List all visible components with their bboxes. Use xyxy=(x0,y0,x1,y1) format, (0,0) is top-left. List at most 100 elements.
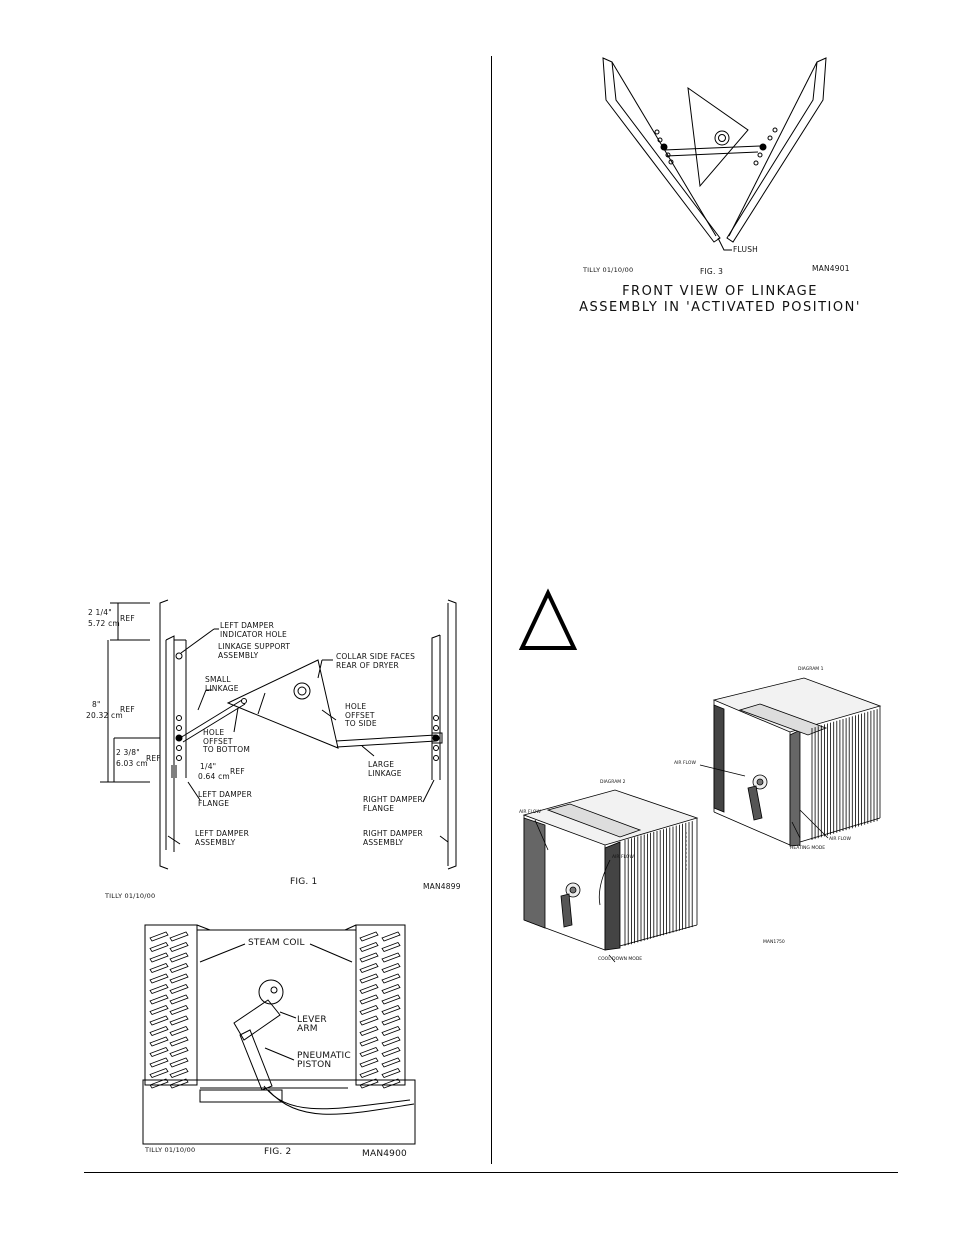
coil-louver xyxy=(170,1016,188,1025)
coil-louver xyxy=(150,1069,168,1078)
coil-louver xyxy=(170,1027,188,1036)
diagram1-air-flow-right: AIR FLOW xyxy=(829,837,851,842)
fig1-label-small-linkage: SMALL LINKAGE xyxy=(205,675,239,693)
diagram1-air-flow-left: AIR FLOW xyxy=(674,761,696,766)
diagrams-drawing-no: MAN1750 xyxy=(763,940,785,945)
coil-louver xyxy=(150,985,168,994)
coil-louver xyxy=(360,1069,378,1078)
fig1-label-left-damper-assembly: LEFT DAMPER ASSEMBLY xyxy=(195,829,249,847)
coil-louver xyxy=(382,964,400,973)
fig1-dim3-cm: 6.03 cm xyxy=(116,759,148,768)
fig1-label-collar-side: COLLAR SIDE FACES REAR OF DRYER xyxy=(336,652,416,670)
fig1-label-right-damper-assembly: RIGHT DAMPER ASSEMBLY xyxy=(363,829,423,847)
coil-louver xyxy=(150,1058,168,1067)
coil-louver xyxy=(360,995,378,1004)
coil-louver xyxy=(170,943,188,952)
fig2-pneumatic-piston-label: PNEUMATIC PISTON xyxy=(297,1051,351,1070)
fig2-lever-arm-label: LEVER ARM xyxy=(297,1015,327,1034)
coil-louver xyxy=(360,1048,378,1057)
fig2-steam-coil-label: STEAM COIL xyxy=(248,938,305,948)
fig2-fig-label: FIG. 2 xyxy=(264,1147,292,1157)
fig1-dim4-ref: REF xyxy=(230,767,245,776)
fig1-dim1-in: 2 1/4" xyxy=(88,608,112,617)
coil-louver xyxy=(382,995,400,1004)
coil-louver xyxy=(150,974,168,983)
coil-louver xyxy=(170,1037,188,1046)
diagram2-label: DIAGRAM 2 xyxy=(600,780,626,785)
coil-louver xyxy=(382,1069,400,1078)
coil-louver xyxy=(382,985,400,994)
diagram1-heating-mode: HEATING MODE xyxy=(790,846,826,851)
coil-louver xyxy=(170,1058,188,1067)
coil-louver xyxy=(150,1079,168,1088)
fig1-drawing-no: MAN4899 xyxy=(423,882,461,891)
coil-louver xyxy=(150,995,168,1004)
coil-louver xyxy=(170,985,188,994)
coil-louver xyxy=(360,1016,378,1025)
column-divider xyxy=(491,56,492,1164)
coil-louver xyxy=(382,1027,400,1036)
coil-louver xyxy=(170,974,188,983)
coil-louver xyxy=(382,1037,400,1046)
coil-louver xyxy=(150,1027,168,1036)
diagram1-label: DIAGRAM 1 xyxy=(798,667,824,672)
fig1-label-left-damper-flange: LEFT DAMPER FLANGE xyxy=(198,790,252,808)
diagram2-air-flow-center: AIR FLOW xyxy=(612,855,634,860)
coil-louver xyxy=(382,953,400,962)
fig1-dim4-cm: 0.64 cm xyxy=(198,772,230,781)
fig1-dim2-cm: 20.32 cm xyxy=(86,711,123,720)
fig1-label-left-indicator-hole: LEFT DAMPER INDICATOR HOLE xyxy=(220,621,287,639)
fig3-fig-label: FIG. 3 xyxy=(700,267,724,276)
coil-louver xyxy=(170,995,188,1004)
coil-louver xyxy=(382,943,400,952)
footer-rule xyxy=(84,1172,898,1173)
fig3-caption-line1: FRONT VIEW OF LINKAGE xyxy=(622,284,818,299)
coil-louver xyxy=(150,964,168,973)
coil-louver xyxy=(150,1037,168,1046)
coil-louver xyxy=(150,1048,168,1057)
fig1-dim1-ref: REF xyxy=(120,614,135,623)
coil-louver xyxy=(150,943,168,952)
fig1-dim3-ref: REF xyxy=(146,754,161,763)
diagram2-air-flow-left: AIR FLOW xyxy=(519,810,541,815)
fig1-label-large-linkage: LARGE LINKAGE xyxy=(368,760,402,778)
coil-louver xyxy=(360,964,378,973)
fig1-label-linkage-support: LINKAGE SUPPORT ASSEMBLY xyxy=(218,642,291,660)
fig3-caption: FRONT VIEW OF LINKAGE ASSEMBLY IN 'ACTIV… xyxy=(560,284,880,316)
coil-louver xyxy=(360,953,378,962)
coil-louver xyxy=(150,1006,168,1015)
coil-louver xyxy=(170,1006,188,1015)
fig3-flush-label: FLUSH xyxy=(733,245,759,254)
fig2-drawing-no: MAN4900 xyxy=(362,1149,407,1159)
coil-louver xyxy=(170,1069,188,1078)
diagram2-cool-down-mode: COOL DOWN MODE xyxy=(598,957,643,962)
coil-louver xyxy=(360,1006,378,1015)
fig1-dim3-in: 2 3/8" xyxy=(116,748,140,757)
coil-louver xyxy=(382,1058,400,1067)
coil-louver xyxy=(170,953,188,962)
fig1-dim2-in: 8" xyxy=(92,700,101,709)
fig3-drawing-no: MAN4901 xyxy=(812,264,850,273)
coil-louver xyxy=(150,1016,168,1025)
fig1-label-hole-offset-side: HOLE OFFSET TO SIDE xyxy=(345,702,377,728)
coil-louver xyxy=(360,1058,378,1067)
coil-louver xyxy=(382,1006,400,1015)
fig3-caption-line2: ASSEMBLY IN 'ACTIVATED POSITION' xyxy=(579,300,861,315)
fig1-author-date: TILLY 01/10/00 xyxy=(105,892,156,900)
fig1-fig-label: FIG. 1 xyxy=(290,877,318,887)
fig1-label-hole-offset-bottom: HOLE OFFSET TO BOTTOM xyxy=(203,728,250,754)
coil-louver xyxy=(150,953,168,962)
coil-louver xyxy=(382,1016,400,1025)
coil-louver xyxy=(360,974,378,983)
fig1-dim2-ref: REF xyxy=(120,705,135,714)
coil-louver xyxy=(170,932,188,941)
coil-louver xyxy=(360,985,378,994)
fig1-dim1-cm: 5.72 cm xyxy=(88,619,120,628)
coil-louver xyxy=(170,1048,188,1057)
